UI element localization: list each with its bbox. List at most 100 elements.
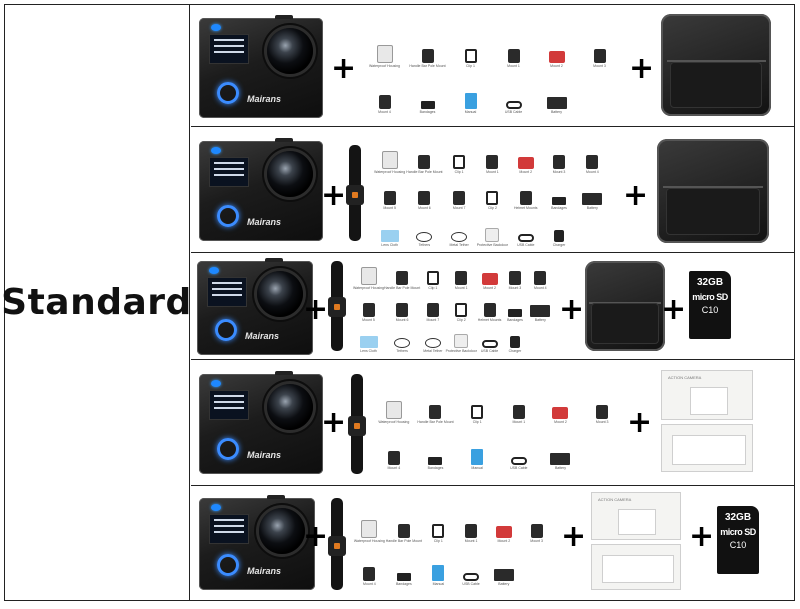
power-ring-icon [215, 319, 237, 341]
accessory-image [530, 304, 551, 317]
accessory-image [481, 273, 498, 286]
accessory-item: Charger [502, 322, 527, 353]
plus-sign: + [321, 178, 347, 213]
accessory-item: Helmet Mounts [477, 290, 502, 322]
accessory-caption: Clip 1 [466, 64, 475, 68]
accessory-caption: USB Cable [504, 110, 523, 114]
camera-brand: Mairans [247, 450, 282, 460]
accessory-item: Mount 1 [446, 259, 477, 290]
accessory-item: Waterproof Housing [353, 500, 386, 543]
accessory-item: Clip 2 [476, 174, 509, 211]
accessory-caption: Mount 7 [452, 206, 466, 211]
accessory-image [429, 405, 442, 419]
camera-brand: Mairans [247, 566, 282, 576]
accessory-caption: Clip 1 [433, 539, 443, 543]
accessory-item: Handle Bar Pole Mount [386, 500, 422, 543]
accessory-item: Mount 6 [406, 174, 442, 210]
accessory-image [416, 232, 433, 242]
accessory-image [593, 49, 606, 63]
accessory-item: Bandages [415, 424, 457, 470]
accessory-caption: Bandages [551, 206, 567, 211]
accessory-caption: Mount 2 [519, 169, 533, 174]
accessory-caption: Mount 1 [464, 539, 478, 543]
accessory-caption: Mount 4 [387, 466, 401, 470]
accessory-caption: Waterproof Housing [369, 64, 400, 68]
accessory-item: Manual [422, 543, 455, 586]
accessory-caption: Protective Backdoor [445, 349, 477, 353]
accessory-item: Waterproof Housing [353, 259, 384, 290]
wifi-icon [209, 267, 219, 274]
accessory-item: Mount 1 [476, 137, 509, 174]
accessory-caption: Mount 1 [486, 169, 499, 174]
accessory-caption: Mount 5 [362, 317, 375, 322]
accessory-caption: Tethers [418, 243, 431, 247]
accessory-item: Waterproof Housing [373, 137, 406, 174]
camera-lens [267, 384, 313, 430]
accessory-image [465, 524, 478, 538]
accessory-caption: Mount 1 [512, 420, 526, 424]
camera-lens [259, 508, 305, 554]
accessory-item: Handle Bar Pole Mount [415, 378, 457, 424]
accessory-caption: USB Cable [480, 349, 499, 353]
accessory-image [361, 520, 378, 538]
accessory-caption: Mount 4 [378, 110, 391, 114]
wifi-icon [211, 147, 221, 154]
accessory-caption: Battery [586, 206, 598, 211]
accessory-image [385, 401, 402, 419]
action-camera: Mairans [197, 258, 313, 355]
accessory-item: Bandages [406, 68, 449, 114]
accessory-item: Mount 5 [353, 290, 384, 322]
accessory-caption: Battery [534, 317, 546, 322]
accessory-caption: Clip 2 [487, 206, 497, 211]
accessory-image [464, 49, 477, 63]
accessory-image [493, 569, 514, 581]
accessory-image [582, 193, 603, 206]
accessory-caption: Battery [498, 582, 510, 586]
accessory-caption: Mount 4 [363, 582, 376, 586]
accessory-item: Mount 4 [373, 424, 415, 470]
sd-capacity: 32GB [724, 512, 752, 523]
accessory-image [359, 336, 378, 348]
accessory-item: Battery [487, 543, 520, 586]
accessory-caption: Battery [550, 110, 563, 114]
sd-class: C10 [701, 305, 719, 315]
accessory-item: Mount 7 [443, 174, 476, 211]
plus-sign: + [303, 519, 329, 554]
accessory-caption: Clip 1 [428, 286, 438, 291]
package-row-1: Mairans + Waterproof Housing Handle Bar P… [191, 4, 795, 127]
accessory-item: Tethers [406, 210, 442, 247]
plus-sign: + [331, 51, 357, 86]
accessory-image [519, 191, 532, 206]
accessory-image [362, 302, 375, 317]
accessory-item: Mount 4 [528, 259, 553, 290]
accessory-caption: Mount 4 [586, 169, 599, 174]
accessory-caption: Battery [554, 466, 567, 470]
accessory-caption: Handle Bar Pole Mount [409, 64, 446, 68]
accessory-image [381, 150, 398, 169]
accessory-image [507, 49, 520, 63]
action-camera: Mairans [199, 15, 323, 118]
plus-sign: + [303, 292, 329, 327]
accessory-image [397, 524, 410, 538]
accessory-image [418, 154, 431, 169]
accessory-item: Handle Bar Pole Mount [406, 137, 443, 174]
accessory-caption: Bandages [507, 317, 523, 322]
accessory-image [495, 526, 512, 538]
accessory-caption: Waterproof Housing [353, 286, 384, 291]
accessory-item: Battery [535, 68, 578, 114]
accessory-grid: Waterproof Housing Handle Bar Pole Mount C… [363, 22, 621, 114]
accessory-caption: USB Cable [462, 582, 480, 586]
accessory-caption: Bandages [419, 110, 436, 114]
carry-case [657, 139, 769, 243]
power-ring-icon [217, 205, 239, 227]
plus-sign: + [629, 51, 655, 86]
accessory-item: Mount 2 [540, 378, 582, 424]
accessory-item: Manual [456, 424, 498, 470]
accessory-item: USB Cable [498, 424, 540, 470]
camera-brand: Mairans [247, 94, 282, 104]
accessory-image [550, 453, 571, 465]
accessory-image [396, 271, 409, 286]
